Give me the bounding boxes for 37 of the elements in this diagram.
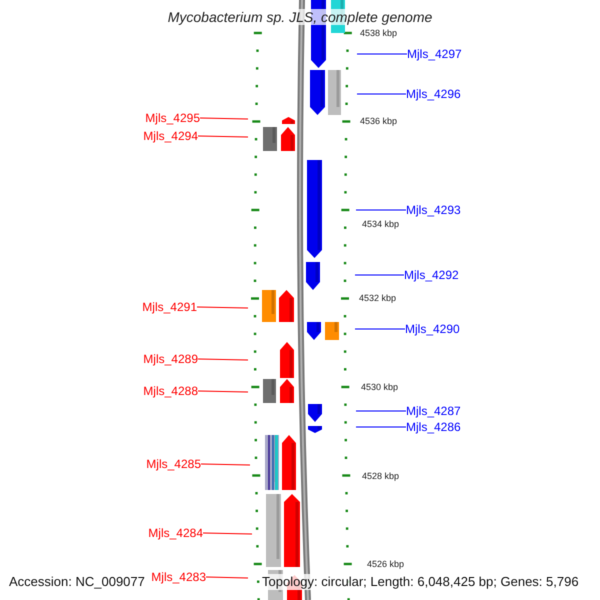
gene-label: Mjls_4294 xyxy=(143,129,198,143)
gene-label: Mjls_4297 xyxy=(407,47,462,61)
gene-label: Mjls_4288 xyxy=(143,384,198,398)
gene-label: Mjls_4285 xyxy=(146,457,201,471)
leader-line xyxy=(356,410,406,412)
gene-label: Mjls_4287 xyxy=(406,404,461,418)
gene-label: Mjls_4296 xyxy=(406,87,461,101)
leader-line xyxy=(198,358,248,360)
genome-summary-text: Topology: circular; Length: 6,048,425 bp; Genes: 5,796 xyxy=(262,574,579,590)
gene-label: Mjls_4295 xyxy=(145,111,200,125)
scale-label: 4528 kbp xyxy=(362,471,400,481)
gene-label: Mjls_4292 xyxy=(404,268,459,282)
leader-line xyxy=(354,274,404,276)
leader-line xyxy=(202,532,252,534)
leader-line xyxy=(200,118,248,120)
scale-label: 4538 kbp xyxy=(360,28,398,38)
gene-label: Mjls_4289 xyxy=(143,352,198,366)
scale-label: 4536 kbp xyxy=(360,116,398,126)
gene-label: Mjls_4291 xyxy=(142,300,197,314)
gene-label: Mjls_4284 xyxy=(148,526,203,540)
gene-label: Mjls_4286 xyxy=(406,420,461,434)
leader-line xyxy=(356,426,406,428)
leader-line xyxy=(200,464,250,466)
gene-label: Mjls_4293 xyxy=(406,203,461,217)
gene-label: Mjls_4290 xyxy=(405,322,460,336)
leader-line xyxy=(206,576,248,578)
leader-line xyxy=(198,136,248,138)
gene-label: Mjls_4283 xyxy=(151,570,206,584)
map-title: Mycobacterium sp. JLS, complete genome xyxy=(166,9,434,25)
scale-label: 4532 kbp xyxy=(359,293,396,303)
scale-label: 4530 kbp xyxy=(361,382,398,392)
scale-label: 4534 kbp xyxy=(362,219,400,229)
leader-line xyxy=(198,390,248,392)
scale-label: 4526 kbp xyxy=(367,559,404,569)
leader-line xyxy=(354,328,406,330)
accession-text: Accession: NC_009077 xyxy=(9,574,145,590)
leader-line xyxy=(196,306,248,308)
